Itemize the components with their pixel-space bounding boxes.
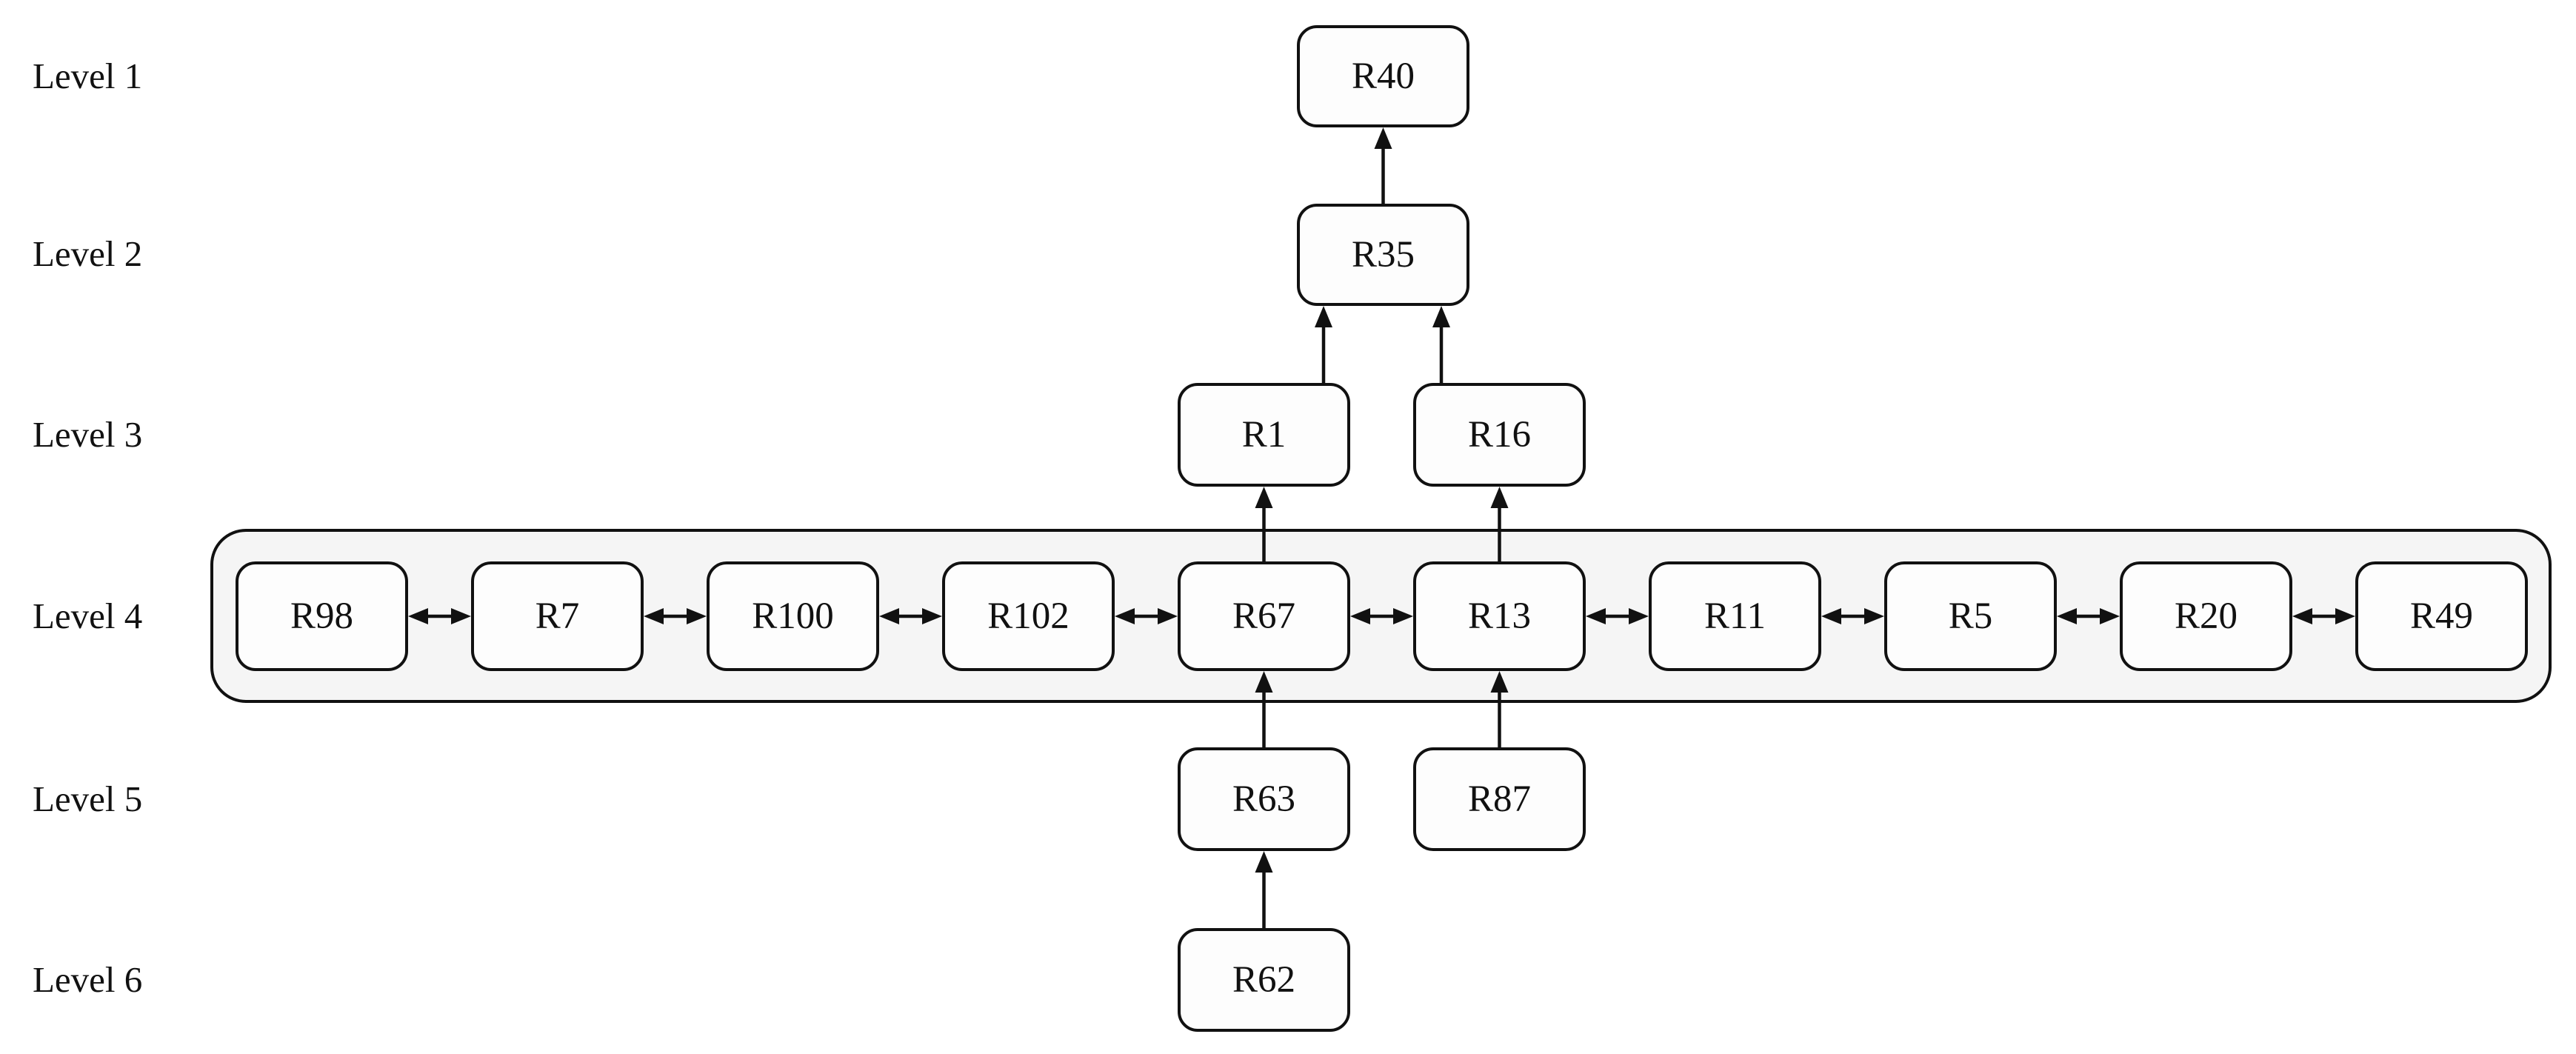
edge-r67-r1-arrowhead xyxy=(1255,487,1273,508)
node-r67: R67 xyxy=(1178,561,1350,671)
node-r40: R40 xyxy=(1297,25,1469,127)
edge-r13-r16-arrowhead xyxy=(1490,487,1509,508)
node-r100: R100 xyxy=(707,561,879,671)
node-r35: R35 xyxy=(1297,204,1469,306)
node-r7: R7 xyxy=(471,561,644,671)
level-6-label: Level 6 xyxy=(33,959,143,1000)
node-r102: R102 xyxy=(942,561,1115,671)
node-r98: R98 xyxy=(236,561,408,671)
node-r63: R63 xyxy=(1178,747,1350,851)
node-r13: R13 xyxy=(1413,561,1586,671)
node-r5: R5 xyxy=(1884,561,2057,671)
level-5-label: Level 5 xyxy=(33,778,143,819)
node-r62: R62 xyxy=(1178,928,1350,1032)
node-r1: R1 xyxy=(1178,383,1350,487)
node-r20: R20 xyxy=(2120,561,2292,671)
node-r87: R87 xyxy=(1413,747,1586,851)
edge-r35-r40-arrowhead xyxy=(1374,127,1392,149)
level-2-label: Level 2 xyxy=(33,233,143,274)
level-1-label: Level 1 xyxy=(33,56,143,96)
node-r11: R11 xyxy=(1649,561,1821,671)
node-r49: R49 xyxy=(2355,561,2528,671)
level-4-label: Level 4 xyxy=(33,596,143,636)
edge-r62-r63-arrowhead xyxy=(1255,851,1273,873)
edge-r16-r35-arrowhead xyxy=(1432,306,1450,327)
edge-r1-r35-arrowhead xyxy=(1315,306,1332,327)
level-3-label: Level 3 xyxy=(33,414,143,455)
node-r16: R16 xyxy=(1413,383,1586,487)
